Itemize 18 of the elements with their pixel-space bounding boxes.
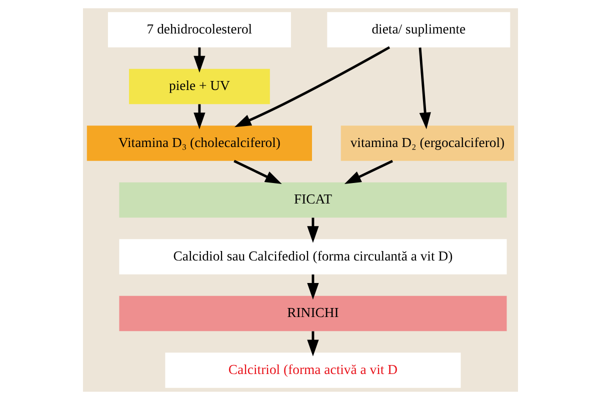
node-box: piele + UV [128, 68, 270, 104]
node-box: Calcitriol (forma activă a vit D [164, 352, 460, 388]
arrow [306, 274, 318, 300]
arrow [193, 104, 205, 130]
node-box: Calcidiol sau Calcifediol (forma circulantă a vit D) [118, 239, 506, 274]
arrow [306, 331, 318, 356]
arrow [418, 48, 430, 130]
node-box: FICAT [118, 182, 506, 218]
arrow [193, 47, 205, 73]
node-box: RINICHI [118, 296, 506, 332]
arrow [306, 218, 318, 243]
arrow [234, 46, 390, 128]
node-box: 7 dehidrocolesterol [107, 12, 290, 48]
node-box: Vitamina D₃ (cholecalciferol) [86, 126, 312, 161]
arrow [344, 160, 393, 184]
node-box: dieta/ suplimente [326, 12, 510, 48]
node-box: vitamina D₂ (ergocalciferol) [340, 126, 514, 161]
arrow [233, 160, 282, 184]
